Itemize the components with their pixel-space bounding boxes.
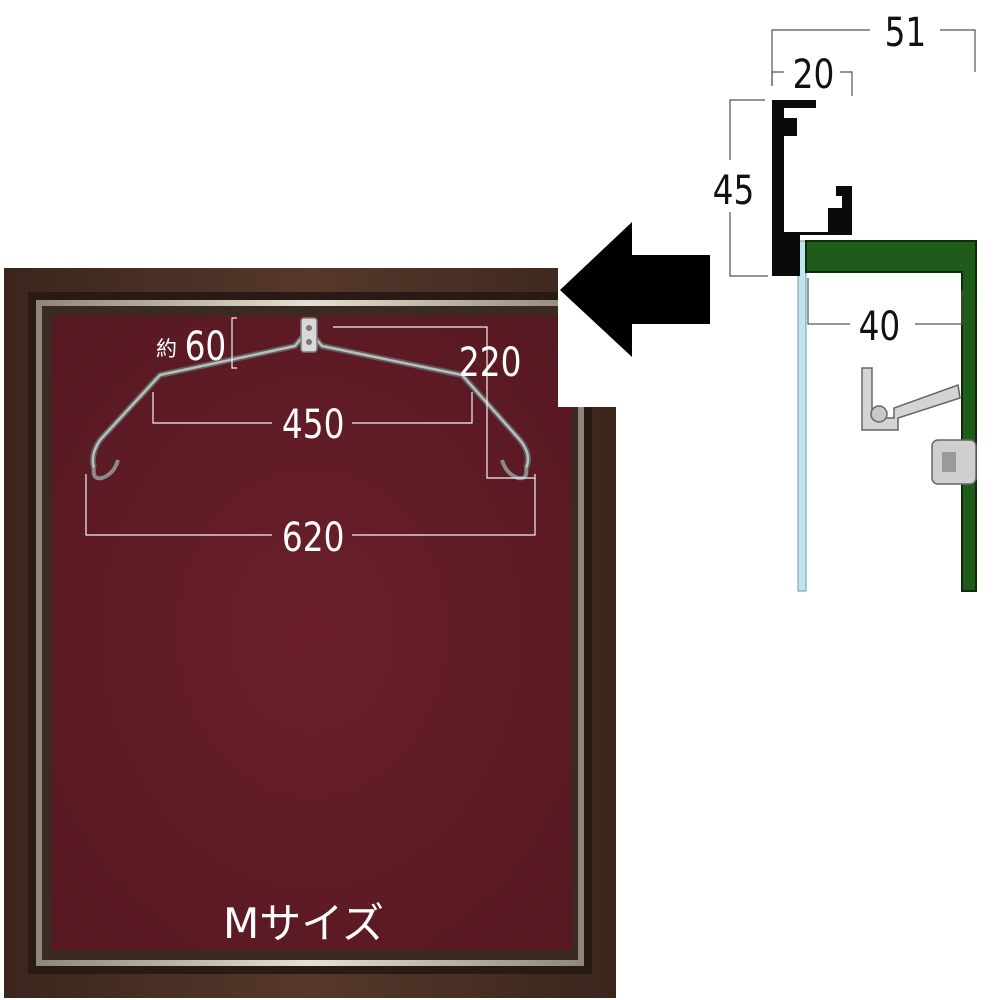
- frame-size-label: Mサイズ: [223, 899, 384, 948]
- picture-frame: [4, 268, 616, 998]
- profile-aluminum: [772, 100, 852, 276]
- wire-hanger-icon: [89, 317, 531, 481]
- dim-profile-inner-depth: 40: [859, 303, 901, 350]
- profile-board: [805, 240, 977, 592]
- dim-hanger-drop: 60: [185, 323, 227, 370]
- frame-back-board: [52, 316, 572, 950]
- hanger-dimension-lines: [85, 317, 536, 536]
- profile-spring-clip: [861, 367, 961, 431]
- dim-profile-height: 45: [713, 167, 755, 214]
- dim-hanger-inner-width: 450: [282, 401, 345, 448]
- profile-glass: [797, 240, 807, 592]
- arrow-left-icon: [560, 222, 710, 357]
- dim-profile-lip-width: 20: [793, 51, 835, 98]
- profile-cross-section: [772, 100, 977, 592]
- profile-dimension-lines: [729, 29, 976, 325]
- dim-approx-prefix: 約: [156, 337, 177, 361]
- dim-hanger-side-height: 220: [459, 339, 522, 386]
- dim-profile-overall-depth: 51: [885, 9, 927, 56]
- dim-hanger-total-width: 620: [282, 514, 345, 561]
